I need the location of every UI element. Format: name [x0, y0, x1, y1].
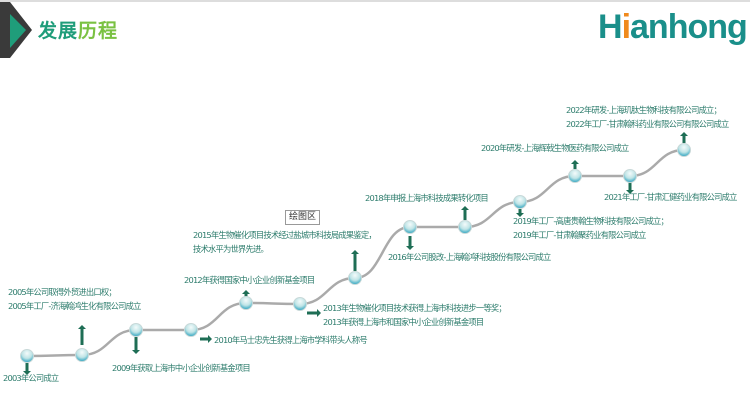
timeline-node-2009: [129, 323, 143, 337]
milestone-text: 2013年生物催化项目技术获得上海市科技进步一等奖；: [323, 303, 507, 313]
milestone-2009: 2009年获取上海市中小企业创新基金项目: [112, 361, 251, 375]
milestone-text: 2009年获取上海市中小企业创新基金项目: [112, 363, 251, 373]
arrow-icon-2013: [307, 309, 321, 317]
top-border: [0, 0, 750, 2]
arrow-icon-2003: [23, 363, 31, 375]
arrow-icon-2012: [242, 290, 250, 297]
timeline-node-2019: [513, 195, 527, 209]
milestone-text: 2021年工厂-甘肃汇健药业有限公司成立: [604, 192, 737, 202]
milestone-text: 2003年公司成立: [3, 373, 59, 383]
timeline-node-2022: [677, 143, 691, 157]
timeline-node-2003: [20, 349, 34, 363]
milestone-text: 2010年马士忠先生获得上海市学科带头人称号: [214, 335, 368, 345]
plot-area-tooltip: 绘图区: [285, 210, 321, 225]
milestone-text: 2015年生物催化项目技术经过盐城市科技局成果鉴定，: [193, 230, 377, 240]
timeline-node-2015: [348, 271, 362, 285]
milestone-2016: 2016年公司股改-上海翰鸿科技股份有限公司成立: [388, 250, 551, 264]
hanhong-logo: Hianhong: [598, 8, 748, 46]
arrow-icon-2005: [78, 325, 86, 345]
milestone-text: 2019年工厂-甘肃翰聚药业有限公司成立: [513, 230, 646, 240]
milestone-2018: 2018年申报上海市科技成果转化项目: [365, 191, 489, 205]
milestone-2019: 2019年工厂-高唐贵翰生物科技有限公司成立； 2019年工厂-甘肃翰聚药业有限公…: [513, 214, 669, 242]
milestone-text: 2005年公司取得外贸进出口权；: [8, 287, 117, 297]
milestone-2003: 2003年公司成立: [3, 371, 59, 385]
milestone-text: 技术水平为世界先进。: [193, 244, 269, 254]
timeline-node-2013: [293, 297, 307, 311]
arrow-icon-2018: [461, 206, 469, 220]
milestone-2021: 2021年工厂-甘肃汇健药业有限公司成立: [604, 190, 737, 204]
milestone-2010: 2010年马士忠先生获得上海市学科带头人称号: [214, 333, 368, 347]
milestone-text: 2013年获得上海市和国家中小企业创新基金项目: [323, 317, 484, 327]
milestone-2022: 2022年研发-上海玑肽生物科技有限公司成立； 2022年工厂-甘肃翰科药业有限公…: [566, 103, 729, 131]
timeline-node-2016: [403, 220, 417, 234]
arrow-icon-2021: [626, 182, 634, 194]
arrow-icon-2019: [516, 209, 524, 217]
arrow-icon-2020: [571, 160, 579, 169]
timeline-node-2021: [623, 169, 637, 183]
milestone-2015: 2015年生物催化项目技术经过盐城市科技局成果鉴定， 技术水平为世界先进。: [193, 228, 377, 256]
header-chevron-icon: [0, 2, 32, 58]
arrow-icon-2016: [406, 236, 414, 250]
timeline-node-2010: [184, 323, 198, 337]
milestone-text: 2022年研发-上海玑肽生物科技有限公司成立；: [566, 105, 722, 115]
milestone-text: 2019年工厂-高唐贵翰生物科技有限公司成立；: [513, 216, 669, 226]
timeline-node-2020: [568, 169, 582, 183]
timeline-node-2018: [458, 220, 472, 234]
arrow-icon-2009: [132, 337, 140, 354]
milestone-text: 2022年工厂-甘肃翰科药业有限公司有限公司成立: [566, 119, 729, 129]
milestone-text: 2005年工厂-济海翰鸿生化有限公司成立: [8, 301, 141, 311]
milestone-2005: 2005年公司取得外贸进出口权； 2005年工厂-济海翰鸿生化有限公司成立: [8, 285, 141, 313]
arrow-icon-2015: [351, 250, 359, 271]
milestone-text: 2018年申报上海市科技成果转化项目: [365, 193, 489, 203]
arrow-icon-2022: [680, 132, 688, 143]
milestone-text: 2012年获得国家中小企业创新基金项目: [184, 275, 315, 285]
milestone-2012: 2012年获得国家中小企业创新基金项目: [184, 273, 315, 287]
page-title: 发展历程: [38, 20, 119, 42]
timeline-node-2012: [239, 296, 253, 310]
arrow-icon-2010: [200, 335, 212, 343]
milestone-2013: 2013年生物催化项目技术获得上海市科技进步一等奖； 2013年获得上海市和国家中…: [323, 301, 507, 329]
timeline-node-2005: [75, 348, 89, 362]
milestone-text: 2020年研发-上海辉戟生物医药有限公司成立: [481, 143, 629, 153]
milestone-2020: 2020年研发-上海辉戟生物医药有限公司成立: [481, 141, 629, 155]
milestone-text: 2016年公司股改-上海翰鸿科技股份有限公司成立: [388, 252, 551, 262]
